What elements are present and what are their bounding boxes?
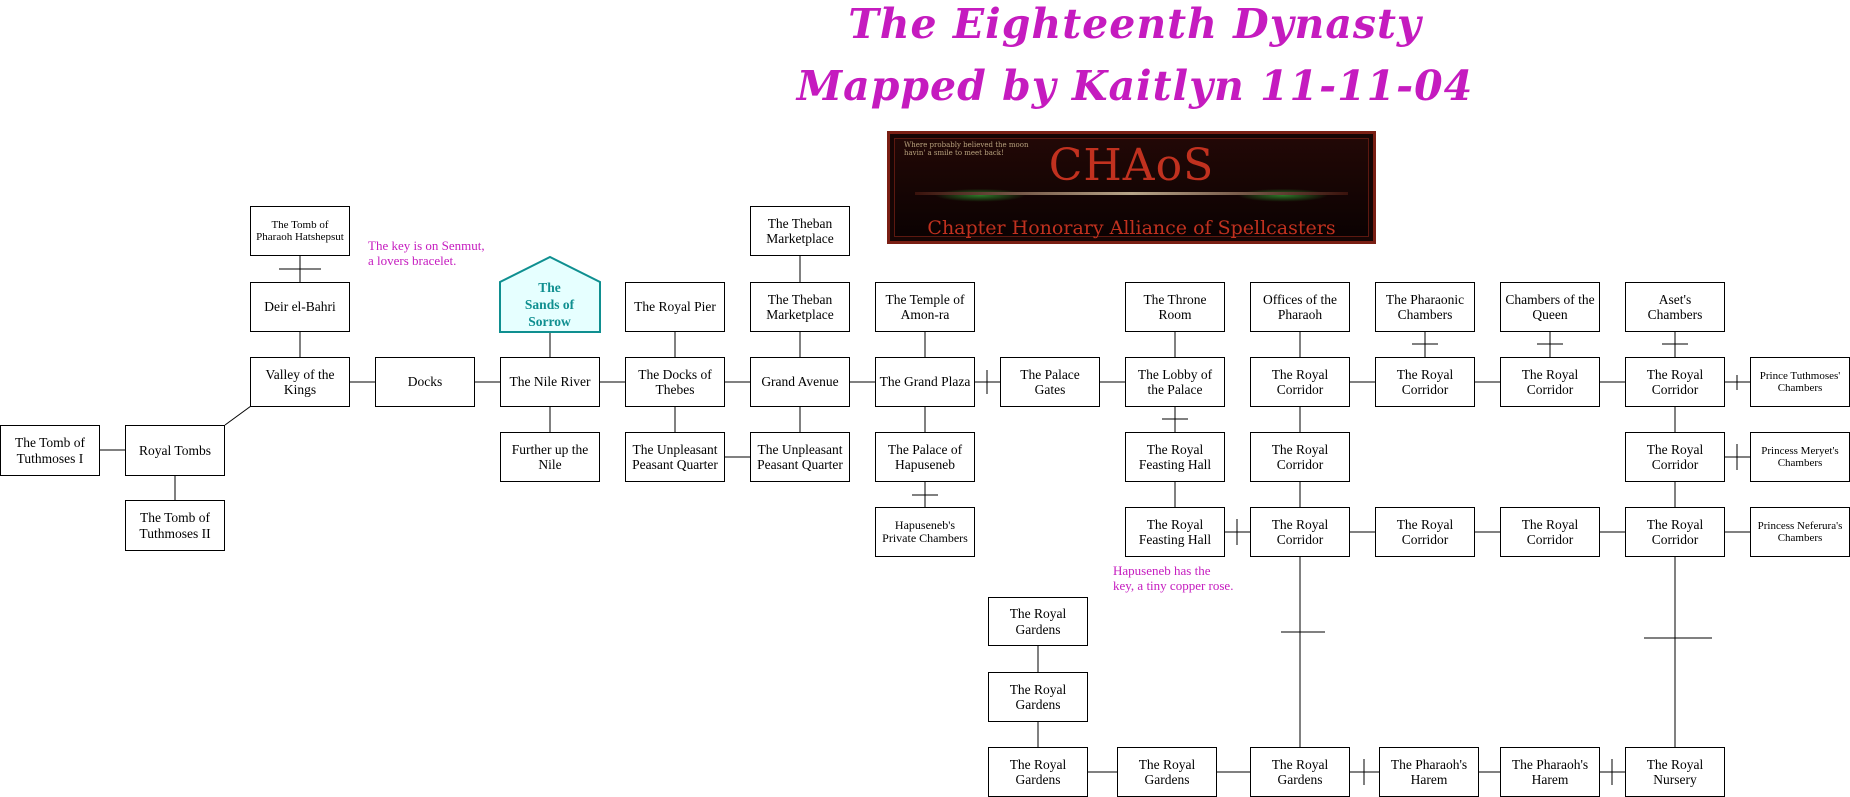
room-grand-avenue[interactable]: Grand Avenue (750, 357, 850, 407)
room-prince-tuthmoses-chambers[interactable]: Prince Tuthmoses' Chambers (1750, 357, 1850, 407)
room-royal-feasting-hall-south[interactable]: The Royal Feasting Hall (1125, 507, 1225, 557)
room-deir-el-bahri[interactable]: Deir el-Bahri (250, 282, 350, 332)
room-royal-gardens-2[interactable]: The Royal Gardens (988, 672, 1088, 722)
room-docks[interactable]: Docks (375, 357, 475, 407)
room-princess-meryet-chambers[interactable]: Princess Meryet's Chambers (1750, 432, 1850, 482)
room-temple-of-amon-ra[interactable]: The Temple of Amon-ra (875, 282, 975, 332)
room-royal-corridor-d2[interactable]: The Royal Corridor (1625, 432, 1725, 482)
map-title-line-1: The Eighteenth Dynasty (848, 0, 1422, 48)
room-royal-corridor-c3[interactable]: The Royal Corridor (1500, 507, 1600, 557)
room-nile-river[interactable]: The Nile River (500, 357, 600, 407)
room-royal-corridor-a3[interactable]: The Royal Corridor (1250, 507, 1350, 557)
sands-of-sorrow-shape (499, 255, 601, 333)
room-royal-corridor-d3[interactable]: The Royal Corridor (1625, 507, 1725, 557)
banner-logo-text: CHAoS (1048, 140, 1215, 191)
banner-tagline: Where probably believed the moon havin' … (904, 141, 1029, 157)
room-royal-gardens-4[interactable]: The Royal Gardens (1117, 747, 1217, 797)
room-unpleasant-peasant-quarter-east[interactable]: The Unpleasant Peasant Quarter (750, 432, 850, 482)
room-sands-of-sorrow[interactable]: The Sands of Sorrow (524, 280, 575, 329)
note-hapuseneb-key: Hapuseneb has the key, a tiny copper ros… (1113, 563, 1234, 593)
banner-subtitle: Chapter Honorary Alliance of Spellcaster… (927, 217, 1336, 239)
room-theban-marketplace-north[interactable]: The Theban Marketplace (750, 206, 850, 256)
room-palace-gates[interactable]: The Palace Gates (1000, 357, 1100, 407)
room-grand-plaza[interactable]: The Grand Plaza (875, 357, 975, 407)
room-royal-corridor-c1[interactable]: The Royal Corridor (1500, 357, 1600, 407)
room-tomb-of-tuthmoses-ii[interactable]: The Tomb of Tuthmoses II (125, 500, 225, 551)
room-royal-corridor-d1[interactable]: The Royal Corridor (1625, 357, 1725, 407)
map-title-line-2: Mapped by Kaitlyn 11-11-04 (796, 62, 1474, 110)
room-royal-gardens-5[interactable]: The Royal Gardens (1250, 747, 1350, 797)
room-valley-of-the-kings[interactable]: Valley of the Kings (250, 357, 350, 407)
room-royal-tombs[interactable]: Royal Tombs (125, 425, 225, 476)
room-royal-corridor-b1[interactable]: The Royal Corridor (1375, 357, 1475, 407)
room-pharaohs-harem-2[interactable]: The Pharaoh's Harem (1500, 747, 1600, 797)
link-royaltombs-valley (224, 405, 252, 426)
room-unpleasant-peasant-quarter-west[interactable]: The Unpleasant Peasant Quarter (625, 432, 725, 482)
room-further-up-the-nile[interactable]: Further up the Nile (500, 432, 600, 482)
banner-divider (915, 192, 1348, 195)
banner-starfield (894, 138, 1369, 237)
room-royal-corridor-a1[interactable]: The Royal Corridor (1250, 357, 1350, 407)
room-pharaohs-harem-1[interactable]: The Pharaoh's Harem (1379, 747, 1479, 797)
room-hapuseneb-private-chambers[interactable]: Hapuseneb's Private Chambers (875, 507, 975, 557)
room-tomb-of-pharaoh-hatshepsut[interactable]: The Tomb of Pharaoh Hatshepsut (250, 206, 350, 256)
room-princess-neferura-chambers[interactable]: Princess Neferura's Chambers (1750, 507, 1850, 557)
room-lobby-of-the-palace[interactable]: The Lobby of the Palace (1125, 357, 1225, 407)
room-docks-of-thebes[interactable]: The Docks of Thebes (625, 357, 725, 407)
room-pharaonic-chambers[interactable]: The Pharaonic Chambers (1375, 282, 1475, 332)
chaos-guild-banner: Where probably believed the moon havin' … (887, 131, 1376, 244)
room-royal-nursery[interactable]: The Royal Nursery (1625, 747, 1725, 797)
room-aset-chambers[interactable]: Aset's Chambers (1625, 282, 1725, 332)
room-palace-of-hapuseneb[interactable]: The Palace of Hapuseneb (875, 432, 975, 482)
note-senmut-key: The key is on Senmut, a lovers bracelet. (368, 238, 485, 268)
room-offices-of-the-pharaoh[interactable]: Offices of the Pharaoh (1250, 282, 1350, 332)
room-tomb-of-tuthmoses-i[interactable]: The Tomb of Tuthmoses I (0, 425, 100, 476)
room-chambers-of-the-queen[interactable]: Chambers of the Queen (1500, 282, 1600, 332)
room-royal-corridor-b3[interactable]: The Royal Corridor (1375, 507, 1475, 557)
room-royal-feasting-hall-north[interactable]: The Royal Feasting Hall (1125, 432, 1225, 482)
room-royal-gardens-3[interactable]: The Royal Gardens (988, 747, 1088, 797)
room-royal-corridor-a2[interactable]: The Royal Corridor (1250, 432, 1350, 482)
room-throne-room[interactable]: The Throne Room (1125, 282, 1225, 332)
room-royal-gardens-1[interactable]: The Royal Gardens (988, 597, 1088, 646)
room-theban-marketplace[interactable]: The Theban Marketplace (750, 282, 850, 332)
room-royal-pier[interactable]: The Royal Pier (625, 282, 725, 332)
